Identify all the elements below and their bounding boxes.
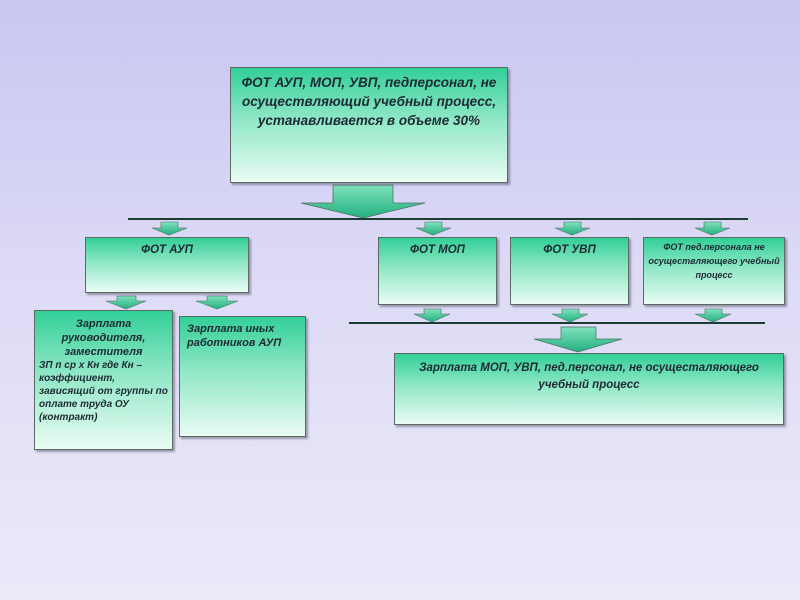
arrow-ped-down xyxy=(694,308,732,323)
fot-mop-box: ФОТ МОП xyxy=(378,237,497,305)
other-aup-salary-label: Зарплата иных работников АУП xyxy=(187,323,282,349)
mop-uvp-salary-label: Зарплата МОП, УВП, пед.персонал, не осущ… xyxy=(419,362,759,391)
other-aup-salary-box: Зарплата иных работников АУП xyxy=(179,316,306,437)
rukovoditel-salary-title: Зарплата руководителя, заместителя xyxy=(61,318,146,358)
fot-mop-label: ФОТ МОП xyxy=(410,244,465,256)
arrow-to-aup xyxy=(151,221,188,236)
main-down-arrow xyxy=(300,184,426,219)
fot-ped-box: ФОТ пед.персонала не осуществляющего уче… xyxy=(643,237,785,305)
fot-ped-label: ФОТ пед.персонала не осуществляющего уче… xyxy=(648,242,780,280)
fot-total-text: ФОТ АУП, МОП, УВП, педперсонал, не осуще… xyxy=(241,75,497,128)
arrow-uvp-down xyxy=(551,308,589,323)
mop-uvp-salary-box: Зарплата МОП, УВП, пед.персонал, не осущ… xyxy=(394,353,784,425)
fot-total-box: ФОТ АУП, МОП, УВП, педперсонал, не осуще… xyxy=(230,67,508,183)
arrow-to-rukovoditel xyxy=(105,295,147,310)
arrow-to-other-aup xyxy=(195,295,239,310)
arrow-to-ped xyxy=(694,221,731,236)
fot-uvp-label: ФОТ УВП xyxy=(543,244,596,256)
arrow-mop-down xyxy=(413,308,451,323)
fot-uvp-box: ФОТ УВП xyxy=(510,237,629,305)
arrow-to-uvp xyxy=(554,221,591,236)
arrow-to-zp-mop xyxy=(533,326,623,353)
fot-aup-label: ФОТ АУП xyxy=(141,244,193,256)
rukovoditel-salary-formula: ЗП п ср х Кн где Кн – коэффициент, завис… xyxy=(39,360,168,423)
fot-aup-box: ФОТ АУП xyxy=(85,237,249,293)
rukovoditel-salary-box: Зарплата руководителя, заместителя ЗП п … xyxy=(34,310,173,450)
arrow-to-mop xyxy=(415,221,452,236)
